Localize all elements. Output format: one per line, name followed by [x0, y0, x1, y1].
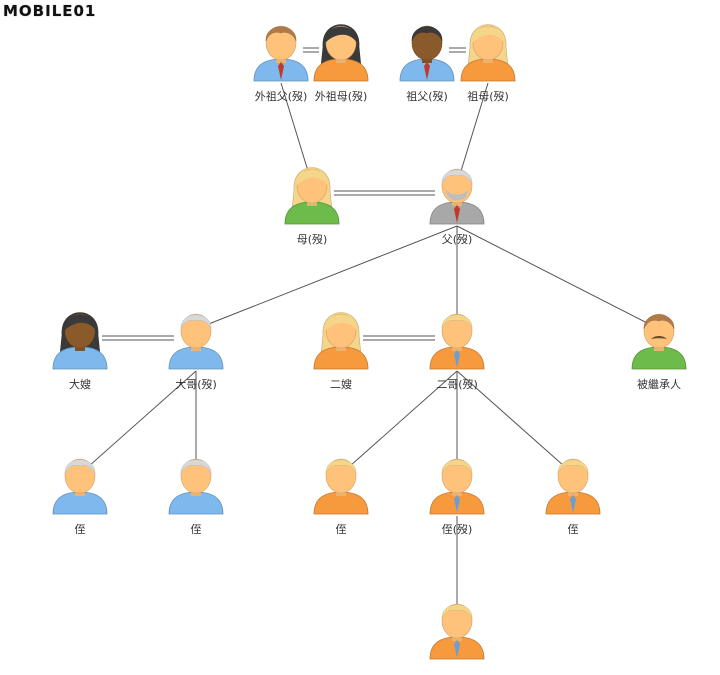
face-icon	[441, 458, 473, 494]
face-icon	[64, 458, 96, 494]
descent-line	[456, 225, 660, 330]
face-icon	[325, 458, 357, 494]
tie-icon	[570, 495, 576, 513]
descent-line	[79, 370, 197, 475]
hair-top-icon	[325, 26, 357, 43]
person-label: 父(歿)	[442, 232, 473, 246]
person-label: 侄	[191, 523, 202, 536]
hair-top-icon	[64, 459, 96, 475]
person-maternal-grandfather[interactable]: 外祖父(歿)	[253, 25, 309, 103]
descent-line	[456, 370, 574, 475]
face-icon	[557, 458, 589, 494]
face-icon	[180, 313, 212, 349]
hair-top-icon	[325, 314, 357, 331]
face-icon	[441, 313, 473, 349]
hair-top-icon	[441, 314, 473, 330]
person-paternal-grandfather[interactable]: 祖父(歿)	[399, 25, 455, 103]
tie-icon	[454, 495, 460, 513]
person-label: 大哥(歿)	[175, 377, 217, 391]
face-icon	[265, 25, 297, 61]
descent-line	[456, 82, 489, 185]
tie-icon	[454, 205, 460, 223]
person-label: 二嫂	[330, 378, 352, 391]
beard-icon	[446, 190, 468, 201]
tie-icon	[454, 640, 460, 658]
descent-line	[195, 225, 458, 330]
person-heir[interactable]: 被繼承人	[631, 313, 687, 391]
hair-top-icon	[296, 169, 328, 186]
hair-top-icon	[411, 26, 443, 42]
hair-top-icon	[643, 314, 675, 330]
person-maternal-grandmother[interactable]: 外祖母(歿)	[313, 24, 369, 104]
hair-top-icon	[557, 459, 589, 475]
person-father[interactable]: 父(歿)	[429, 168, 485, 246]
person-label: 二哥(歿)	[436, 377, 478, 391]
person-nephew-5[interactable]: 侄	[545, 458, 601, 536]
person-eldest-brother-wife[interactable]: 大嫂	[52, 312, 108, 392]
hair-top-icon	[325, 459, 357, 475]
person-label: 祖父(歿)	[406, 89, 448, 103]
mobile01-logo: MOBILE01	[3, 2, 97, 20]
hair-top-icon	[472, 26, 504, 43]
descent-line	[340, 370, 458, 475]
person-eldest-brother[interactable]: 大哥(歿)	[168, 313, 224, 391]
person-nephew-1[interactable]: 侄	[52, 458, 108, 536]
face-icon	[411, 25, 443, 61]
face-icon	[643, 313, 675, 349]
hair-top-icon	[180, 314, 212, 330]
tie-icon	[454, 350, 460, 368]
person-nephew-3[interactable]: 侄	[313, 458, 369, 536]
person-mother[interactable]: 母(歿)	[284, 167, 340, 247]
descent-line	[280, 82, 313, 185]
person-label: 侄	[336, 523, 347, 536]
person-label: 大嫂	[69, 377, 91, 391]
hair-top-icon	[441, 604, 473, 620]
person-second-brother-wife[interactable]: 二嫂	[313, 312, 369, 392]
person-label: 侄	[75, 523, 86, 536]
person-label: 祖母(歿)	[467, 89, 509, 103]
tie-icon	[424, 62, 430, 80]
person-grand-nephew[interactable]	[429, 603, 485, 660]
face-icon	[441, 603, 473, 639]
hair-top-icon	[64, 314, 96, 331]
person-label: 侄	[568, 523, 579, 536]
person-label: 被繼承人	[637, 377, 681, 391]
hair-top-icon	[441, 459, 473, 475]
hair-top-icon	[180, 459, 212, 475]
person-label: 母(歿)	[297, 232, 328, 246]
person-second-brother[interactable]: 二哥(歿)	[429, 313, 485, 391]
person-label: 外祖母(歿)	[315, 89, 368, 103]
connector-layer	[79, 47, 660, 619]
person-label: 侄(歿)	[442, 522, 473, 536]
person-nephew-2[interactable]: 侄	[168, 458, 224, 536]
hair-top-icon	[265, 26, 297, 42]
hair-top-icon	[441, 169, 473, 185]
tie-icon	[278, 62, 284, 80]
mustache-icon	[651, 336, 667, 339]
person-label: 外祖父(歿)	[255, 89, 308, 103]
person-nephew-4[interactable]: 侄(歿)	[429, 458, 485, 536]
people-layer: 外祖父(歿) 外祖母(歿) 祖父(歿) 祖母(歿) 母(歿) 父(歿) 大嫂 大哥(歿) 二嫂 二…	[52, 24, 687, 660]
face-icon	[180, 458, 212, 494]
person-paternal-grandmother[interactable]: 祖母(歿)	[460, 24, 516, 104]
